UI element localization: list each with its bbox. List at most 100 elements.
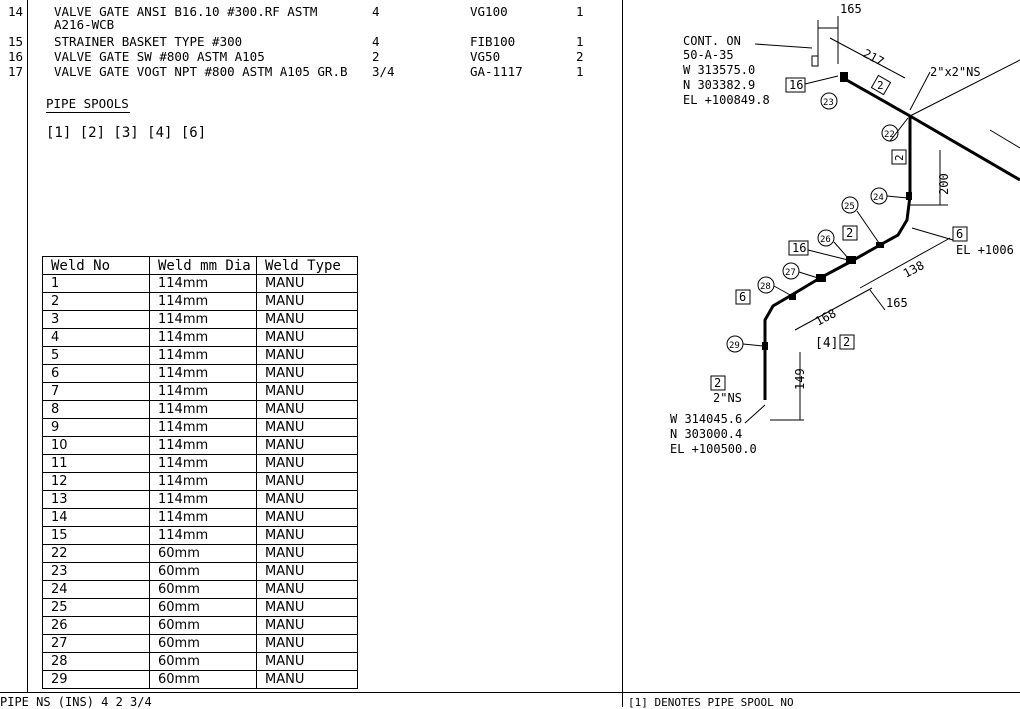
weld-mark (789, 294, 796, 300)
dim-200: 200 (937, 173, 951, 195)
weld-type-cell: MANU (256, 292, 358, 311)
item-6: 6 (956, 227, 963, 241)
leader-line (911, 227, 954, 241)
bom-qty: 1 (576, 4, 584, 19)
item-2: 2 (843, 335, 850, 349)
dim-line (869, 289, 886, 311)
weld-no-cell: 11 (42, 454, 150, 473)
weld-type-cell: MANU (256, 382, 358, 401)
panel-divider (622, 0, 623, 707)
weld-dia-cell: 60mm (149, 562, 257, 581)
weld-no-cell: 12 (42, 472, 150, 491)
footer-pipe-ns: PIPE NS (INS) 4 2 3/4 (0, 695, 152, 709)
bom-qty: 1 (576, 34, 584, 49)
item-6: 6 (739, 290, 746, 304)
bom-code: VG50 (470, 49, 501, 64)
dim-line (859, 237, 951, 289)
pipe-run (763, 116, 912, 400)
weld-type-cell: MANU (256, 598, 358, 617)
weld-type-cell: MANU (256, 616, 358, 635)
weld-no-cell: 6 (42, 364, 150, 383)
weld-type-cell: MANU (256, 580, 358, 599)
ref-line (989, 129, 1020, 149)
isometric-drawing: 165 217 200 138 165 168 149 CONT. ON 50-… (670, 2, 1020, 456)
bom-desc: VALVE GATE ANSI B16.10 #300.RF ASTM (54, 4, 318, 19)
bom-no: 15 (8, 34, 24, 49)
bom-qty: 2 (576, 49, 584, 64)
col-weld-no: Weld No (42, 256, 150, 275)
weld-no-cell: 22 (42, 544, 150, 563)
item-16: 16 (789, 78, 803, 92)
valve-symbol (846, 256, 856, 264)
end-coord-w: W 314045.6 (670, 412, 742, 426)
weld-dia-cell: 114mm (149, 364, 257, 383)
bom-desc: STRAINER BASKET TYPE #300 (54, 34, 243, 49)
col-weld-dia: Weld mm Dia (149, 256, 257, 275)
el-right-label: EL +1006 (956, 243, 1014, 257)
weld-no-cell: 7 (42, 382, 150, 401)
weld-29: 29 (729, 341, 740, 351)
item-2: 2 (846, 226, 853, 240)
weld-28: 28 (760, 282, 771, 292)
bom-desc: VALVE GATE SW #800 ASTM A105 (54, 49, 265, 64)
weld-type-cell: MANU (256, 454, 358, 473)
item-box (710, 375, 726, 391)
weld-no-cell: 14 (42, 508, 150, 527)
weld-dia-cell: 114mm (149, 328, 257, 347)
bom-size: 4 (372, 4, 380, 19)
pipe-run (842, 76, 1020, 182)
weld-22: 22 (884, 130, 895, 140)
weld-no-cell: 9 (42, 418, 150, 437)
bom-no: 14 (8, 4, 24, 19)
bom-desc-cont: A216-WCB (54, 17, 115, 32)
dim-line (794, 287, 873, 331)
bom-size: 2 (372, 49, 380, 64)
valve-symbol (816, 274, 826, 282)
pipe-spools-list: [1] [2] [3] [4] [6] (46, 125, 207, 141)
weld-no-cell: 23 (42, 562, 150, 581)
weld-type-cell: MANU (256, 274, 358, 293)
weld-dia-cell: 60mm (149, 544, 257, 563)
weld-mark (906, 192, 912, 200)
ref-line (909, 59, 1020, 117)
weld-type-cell: MANU (256, 526, 358, 545)
weld-type-cell: MANU (256, 562, 358, 581)
dim-line (829, 37, 906, 79)
item-box (788, 240, 809, 256)
bom-code: GA-1117 (470, 64, 523, 79)
item-2: 2 (877, 79, 884, 92)
leader-line (909, 71, 931, 111)
dim-165: 165 (886, 296, 908, 310)
weld-type-cell: MANU (256, 472, 358, 491)
weld-no-cell: 29 (42, 670, 150, 689)
weld-dia-cell: 60mm (149, 598, 257, 617)
pipe-spools-heading: PIPE SPOOLS (46, 96, 129, 111)
item-box (952, 226, 968, 242)
dim-138: 138 (901, 258, 927, 281)
weld-dia-cell: 60mm (149, 634, 257, 653)
item-box (785, 77, 806, 93)
weld-type-cell: MANU (256, 436, 358, 455)
weld-no-cell: 1 (42, 274, 150, 293)
weld-type-cell: MANU (256, 346, 358, 365)
weld-dia-cell: 114mm (149, 454, 257, 473)
weld-dia-cell: 60mm (149, 670, 257, 689)
footer-spool-note: [1] DENOTES PIPE SPOOL NO (628, 696, 794, 709)
item-box (891, 149, 907, 165)
weld-dia-cell: 114mm (149, 436, 257, 455)
weld-no-cell: 4 (42, 328, 150, 347)
